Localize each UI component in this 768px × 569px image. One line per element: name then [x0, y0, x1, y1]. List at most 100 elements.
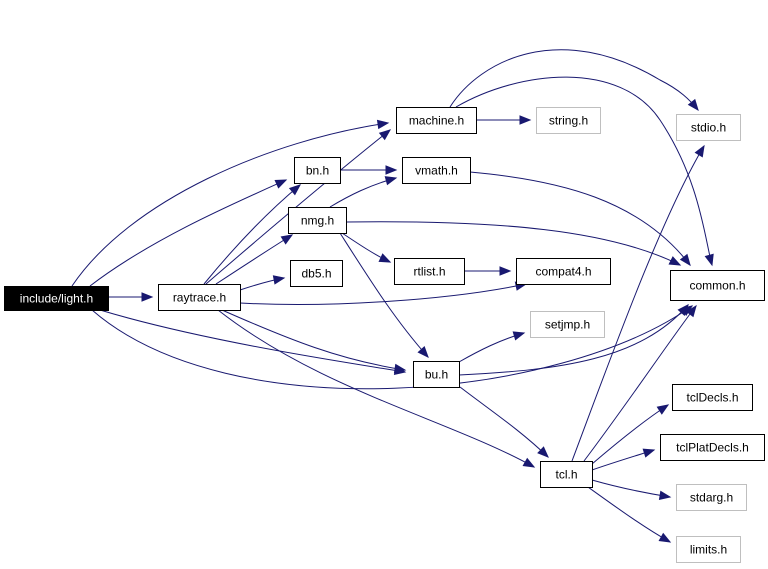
- edge-line: [449, 49, 699, 111]
- edge-tcl-to-stdio: [571, 144, 705, 462]
- node-box: [672, 384, 753, 411]
- edge-bn-to-vmath: [340, 165, 398, 175]
- edge-line: [339, 232, 429, 358]
- edge-line: [217, 309, 535, 468]
- arrowhead-icon: [393, 363, 407, 374]
- edge-line: [455, 76, 713, 266]
- arrowhead-icon: [679, 253, 691, 267]
- edge-bu-to-tcl: [459, 386, 549, 458]
- node-box: [676, 536, 741, 563]
- node-light[interactable]: include/light.h: [4, 286, 109, 311]
- edge-bu-to-setjmp: [458, 331, 526, 363]
- node-raytrace[interactable]: raytrace.h: [158, 284, 241, 311]
- node-box: [676, 114, 741, 141]
- arrowhead-icon: [685, 304, 697, 318]
- arrowhead-icon: [694, 144, 705, 158]
- node-nmg[interactable]: nmg.h: [288, 207, 347, 234]
- node-box: [288, 207, 347, 234]
- edge-line: [239, 283, 527, 305]
- edge-tcl-to-tclPlatDecls: [591, 448, 656, 471]
- arrowhead-icon: [288, 184, 302, 196]
- node-compat4[interactable]: compat4.h: [516, 258, 611, 285]
- node-label: rtlist.h: [413, 265, 445, 279]
- node-label: machine.h: [409, 114, 464, 128]
- node-vmath[interactable]: vmath.h: [402, 157, 471, 184]
- node-common[interactable]: common.h: [670, 270, 765, 301]
- node-box: [402, 157, 471, 184]
- edge-line: [91, 305, 693, 390]
- nodes-layer: include/light.h raytrace.h machine.h string…: [4, 107, 765, 563]
- node-label: bu.h: [425, 368, 448, 382]
- arrowhead-icon: [499, 266, 512, 276]
- node-label: db5.h: [301, 267, 331, 281]
- node-box: [536, 107, 601, 134]
- edge-line: [458, 332, 525, 363]
- node-machine[interactable]: machine.h: [396, 107, 477, 134]
- edge-tcl-to-stdarg: [591, 479, 672, 501]
- edge-raytrace-to-bn: [203, 184, 302, 285]
- node-db5[interactable]: db5.h: [290, 260, 343, 287]
- node-tcl[interactable]: tcl.h: [540, 461, 593, 488]
- node-box: [396, 107, 477, 134]
- node-stdarg[interactable]: stdarg.h: [676, 484, 747, 511]
- arrowhead-icon: [376, 119, 390, 130]
- edge-raytrace-to-tcl: [217, 309, 536, 468]
- edge-line: [591, 479, 671, 498]
- node-box: [676, 484, 747, 511]
- edge-tcl-to-limits: [587, 486, 672, 543]
- node-bn[interactable]: bn.h: [294, 157, 341, 184]
- edge-tcl-to-common: [583, 304, 697, 462]
- node-bu[interactable]: bu.h: [413, 361, 460, 388]
- node-label: setjmp.h: [545, 318, 590, 332]
- node-box: [540, 461, 593, 488]
- edge-raytrace-to-bu: [221, 309, 407, 374]
- edge-line: [458, 304, 689, 376]
- arrowhead-icon: [378, 129, 392, 141]
- node-label: tcl.h: [555, 468, 577, 482]
- node-box: [660, 434, 765, 461]
- arrowhead-icon: [658, 532, 672, 543]
- edge-line: [99, 309, 406, 373]
- arrowhead-icon: [519, 115, 532, 125]
- node-tclPlatDecls[interactable]: tclPlatDecls.h: [660, 434, 765, 461]
- arrowhead-icon: [656, 404, 670, 415]
- node-stdio[interactable]: stdio.h: [676, 114, 741, 141]
- arrowhead-icon: [704, 253, 714, 267]
- edge-machine-to-stdio: [449, 49, 699, 112]
- edge-tcl-to-tclDecls: [591, 404, 670, 465]
- arrowhead-icon: [658, 490, 672, 501]
- node-rtlist[interactable]: rtlist.h: [394, 258, 465, 285]
- node-box: [530, 311, 605, 338]
- node-label: stdarg.h: [690, 491, 733, 505]
- edge-light-to-bu: [99, 309, 407, 376]
- arrowhead-icon: [274, 179, 288, 189]
- node-box: [4, 286, 109, 311]
- node-box: [413, 361, 460, 388]
- node-string[interactable]: string.h: [536, 107, 601, 134]
- edge-line: [571, 145, 705, 462]
- node-label: nmg.h: [301, 214, 334, 228]
- arrowhead-icon: [668, 256, 682, 266]
- edge-nmg-to-common: [345, 221, 682, 266]
- edge-raytrace-to-nmg: [215, 234, 294, 285]
- arrowhead-icon: [280, 234, 294, 245]
- edge-line: [345, 221, 681, 266]
- edge-bu-to-common: [458, 303, 689, 376]
- node-box: [516, 258, 611, 285]
- arrowhead-icon: [642, 448, 656, 458]
- node-box: [294, 157, 341, 184]
- node-label: raytrace.h: [173, 291, 226, 305]
- arrowhead-icon: [522, 457, 536, 468]
- edge-line: [203, 184, 301, 285]
- edge-nmg-to-vmath: [329, 176, 398, 208]
- node-label: compat4.h: [535, 265, 591, 279]
- node-limits[interactable]: limits.h: [676, 536, 741, 563]
- edge-rtlist-to-compat4: [464, 266, 512, 276]
- edge-line: [89, 179, 287, 287]
- edge-vmath-to-common: [469, 171, 691, 267]
- node-setjmp[interactable]: setjmp.h: [530, 311, 605, 338]
- node-tclDecls[interactable]: tclDecls.h: [672, 384, 753, 411]
- edge-machine-to-string: [476, 115, 532, 125]
- edge-nmg-to-bu: [339, 232, 429, 359]
